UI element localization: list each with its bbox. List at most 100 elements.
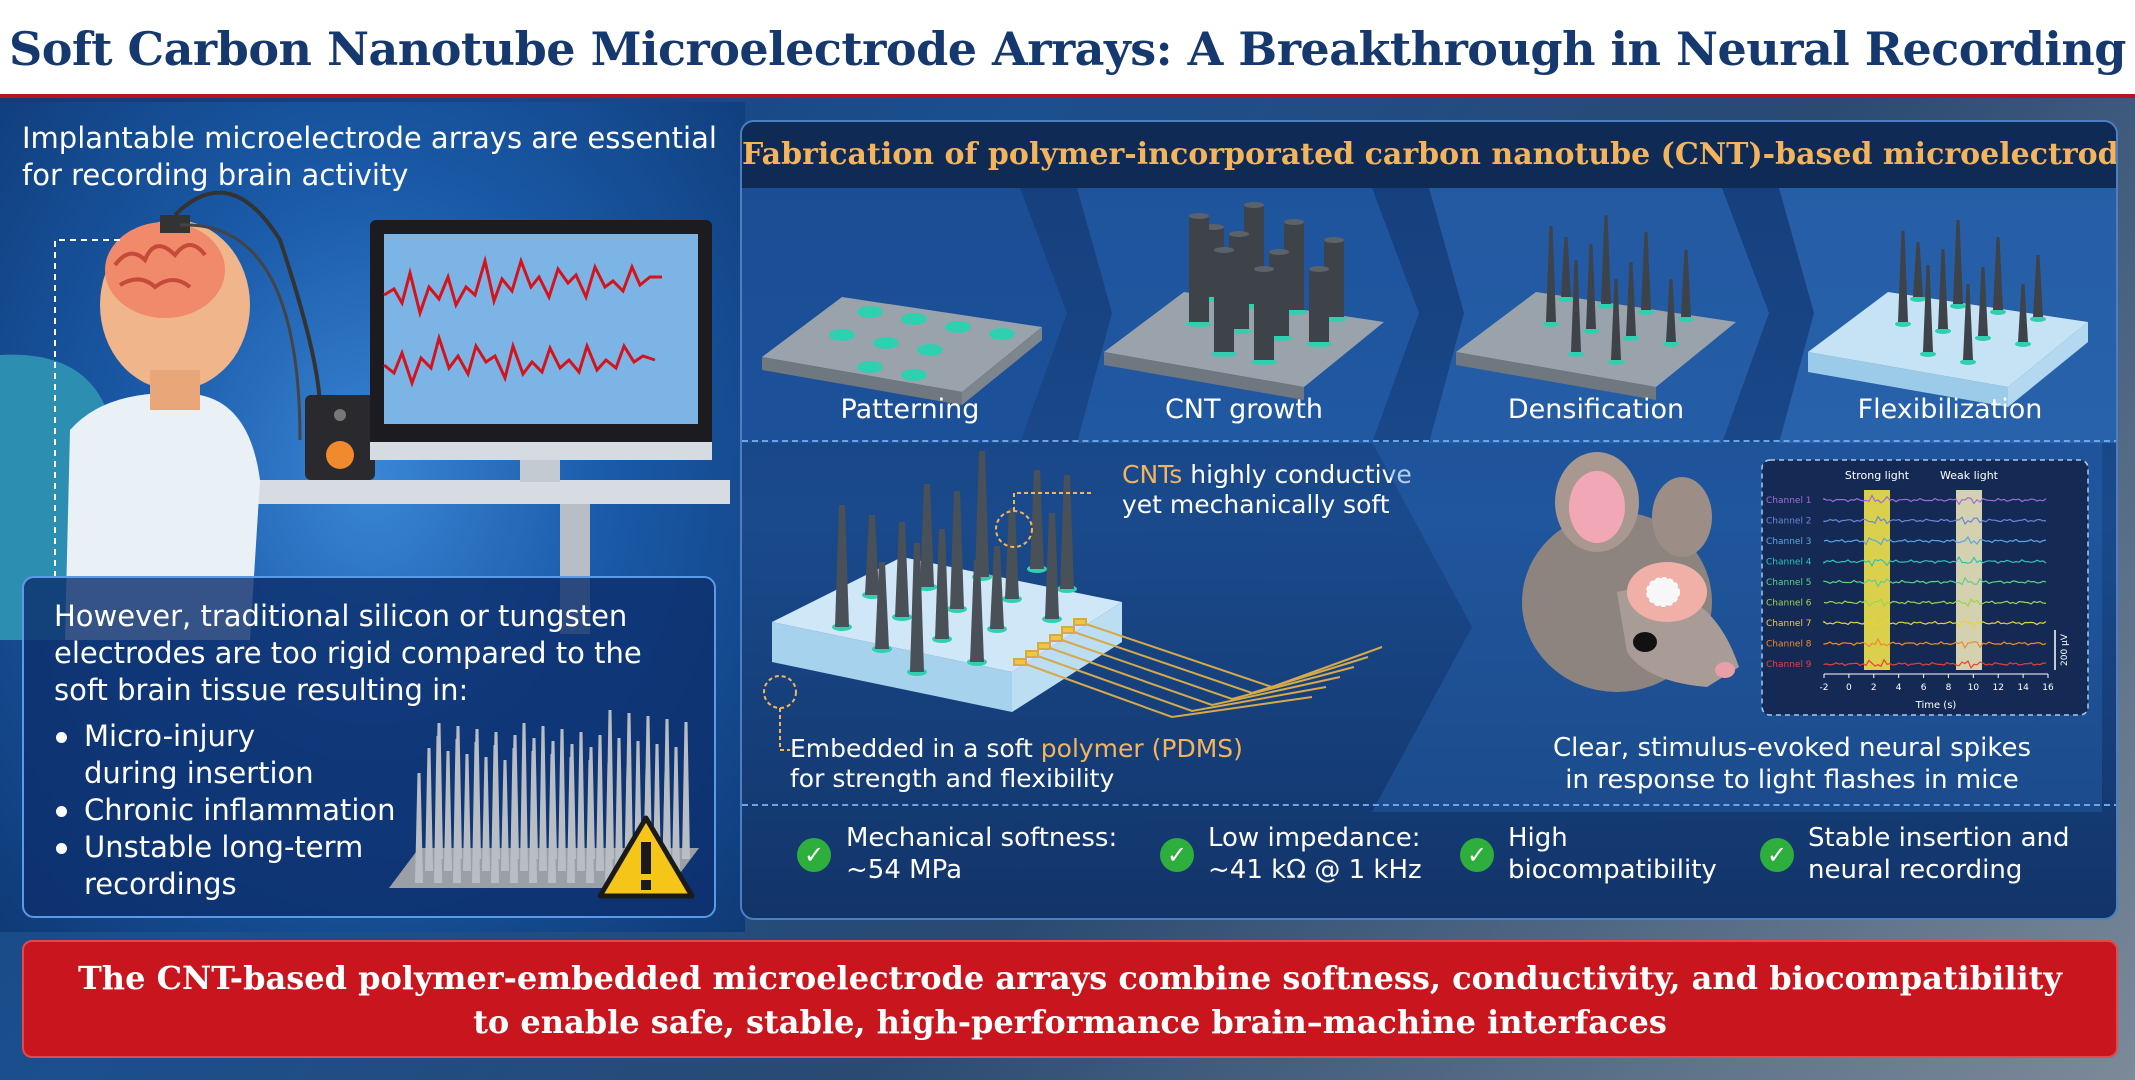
- flexibilization-illustration: [1808, 220, 2088, 407]
- step-label-cnt-growth: CNT growth: [1164, 394, 1324, 425]
- conclusion-banner: The CNT-based polymer-embedded microelec…: [22, 940, 2118, 1058]
- pillar-base: [1678, 316, 1694, 322]
- rigid-spike: [425, 748, 433, 871]
- issue-text: Chronic inflammation: [84, 793, 396, 827]
- channel-label: Channel 2: [1766, 517, 1812, 527]
- cnt-pillar: [1254, 269, 1274, 360]
- cnt-pillar: [1214, 250, 1234, 352]
- patient-neck: [150, 370, 200, 410]
- electrode-trace: [1031, 653, 1327, 713]
- cnt-pillar: [1993, 237, 2003, 310]
- feature-line1: Stable insertion and: [1808, 823, 2070, 853]
- bullet-icon: [56, 843, 67, 854]
- cnt-pillar: [1963, 284, 1973, 360]
- divider: [742, 440, 2116, 442]
- bullet-icon: [56, 732, 67, 743]
- channel-trace: [1823, 494, 2047, 506]
- check-icon: ✓: [1160, 838, 1194, 872]
- rigid-electrode-box: However, traditional silicon or tungsten…: [22, 576, 716, 918]
- cnt-pillar: [1309, 269, 1329, 342]
- step-label-flexibilization: Flexibilization: [1857, 394, 2043, 425]
- pdms-callout-circle: [763, 675, 797, 709]
- page-title: Soft Carbon Nanotube Microelectrode Arra…: [9, 22, 2126, 76]
- cnt-callout-line2: yet mechanically soft: [1122, 490, 1390, 519]
- intro-text: Implantable microelectrode arrays are es…: [22, 121, 717, 192]
- rigid-spike: [606, 710, 614, 859]
- cnt-pillar: [875, 562, 889, 649]
- issue-text: Unstable long-term recordings: [84, 830, 364, 901]
- channel-label: Channel 8: [1766, 640, 1812, 650]
- pillar-base: [1568, 351, 1584, 357]
- feature-line1: High: [1508, 823, 1568, 853]
- contact-pad: [1073, 618, 1087, 626]
- cnt-pillar: [1898, 231, 1908, 322]
- channel-label: Channel 5: [1766, 578, 1812, 588]
- pillar-top: [1269, 249, 1289, 255]
- cnt-pillar: [1005, 508, 1019, 599]
- brain-icon: [105, 222, 225, 318]
- rigid-electrode-array: [389, 710, 699, 888]
- feature-stability: Stable insertion and neural recording: [1808, 822, 2070, 886]
- cnt-pillar: [950, 491, 964, 609]
- contact-pad: [1025, 650, 1039, 658]
- rigid-spike: [501, 760, 509, 871]
- mice-caption: Clear, stimulus-evoked neural spikes in …: [1552, 733, 2032, 795]
- feature-line2: biocompatibility: [1508, 855, 1717, 885]
- pillar-base: [1960, 359, 1976, 365]
- cnt-pillar: [1923, 265, 1933, 352]
- cnt-pillar: [1641, 232, 1651, 310]
- channel-trace: [1823, 637, 2047, 650]
- pdms-callout: Embedded in a soft polymer (PDMS) for st…: [790, 734, 1250, 794]
- fabrication-title: Fabrication of polymer-incorporated carb…: [742, 122, 2116, 188]
- rigid-spike: [682, 722, 690, 859]
- weak-light-label: Weak light: [1940, 469, 1999, 482]
- desk: [230, 480, 730, 504]
- pillar-base: [1558, 296, 1574, 302]
- rigid-spike: [558, 729, 566, 871]
- channel-trace: [1823, 618, 2047, 629]
- cnt-pillar: [1626, 262, 1636, 336]
- pillar-base: [1935, 328, 1951, 334]
- feature-biocompatibility: High biocompatibility: [1508, 822, 1717, 886]
- cnt-callout-line: [1013, 492, 1094, 511]
- neural-recording-plot: Strong light Weak light Channel 1Channel…: [1761, 459, 2089, 716]
- x-tick-label: 16: [2042, 683, 2054, 693]
- feature-line1: Mechanical softness:: [846, 823, 1118, 853]
- cnt-pillar: [2018, 284, 2028, 342]
- issue-list: Micro-injury during insertion Chronic in…: [54, 718, 396, 903]
- electrode-trace: [1079, 621, 1383, 689]
- electrode-trace: [1055, 637, 1355, 701]
- cnt-pillar: [990, 546, 1004, 629]
- cnt-pillar: [1586, 244, 1596, 329]
- contact-pad: [1037, 642, 1051, 650]
- rigid-spike: [463, 754, 471, 871]
- cnt-pillar: [1953, 220, 1963, 304]
- rigid-spike: [454, 726, 462, 859]
- pillar-top: [1244, 202, 1264, 208]
- cnt-pillar: [1060, 475, 1074, 589]
- pillar-top: [1284, 219, 1304, 225]
- amplifier: [305, 395, 375, 480]
- pillar-base: [1608, 359, 1624, 365]
- conclusion-line2: to enable safe, stable, high-performance…: [473, 1003, 1667, 1041]
- cnt-pillar: [975, 451, 989, 577]
- pillar-base: [1895, 321, 1911, 327]
- pillar-base: [1186, 321, 1212, 327]
- x-tick-label: 12: [1992, 683, 2003, 693]
- pdms-callout-line: [779, 708, 790, 751]
- header: Soft Carbon Nanotube Microelectrode Arra…: [0, 0, 2135, 98]
- cnt-pillar: [970, 560, 984, 662]
- cnt-pillar: [1681, 250, 1691, 317]
- pillar-top: [1324, 237, 1344, 243]
- cnt-pillar: [1189, 216, 1209, 322]
- rigid-spike: [444, 751, 452, 871]
- cnt-growth-illustration: [1104, 202, 1384, 400]
- channel-trace: [1823, 658, 2047, 669]
- pillar-base: [1251, 359, 1277, 365]
- channel-label: Channel 3: [1766, 537, 1812, 547]
- rigid-spike: [625, 713, 633, 859]
- cnt-pillar: [1045, 513, 1059, 619]
- feature-softness: Mechanical softness: ~54 MPa: [846, 822, 1117, 886]
- rigid-spike: [435, 723, 443, 859]
- x-tick-label: 0: [1846, 683, 1852, 693]
